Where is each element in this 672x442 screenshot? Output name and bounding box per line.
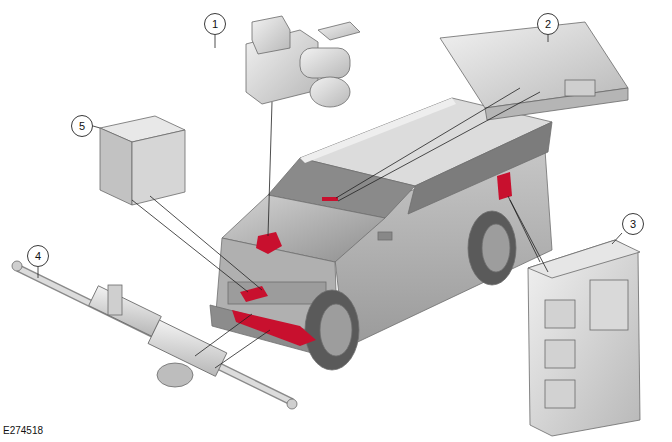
abs-module: [246, 16, 360, 107]
callout-number: 5: [79, 121, 85, 132]
leader-line: [38, 35, 622, 368]
figure-code: E274518: [3, 426, 43, 436]
callout-number: 3: [630, 219, 636, 230]
callout-number: 4: [35, 251, 41, 262]
sensor-module: [100, 116, 185, 205]
callout-number: 1: [212, 19, 218, 30]
vehicle: [210, 98, 552, 370]
component-highlight: [232, 172, 512, 346]
camera-housing: [440, 22, 628, 120]
control-module: [528, 240, 640, 436]
callout-circle: [28, 14, 644, 267]
callout-number: 2: [545, 19, 551, 30]
